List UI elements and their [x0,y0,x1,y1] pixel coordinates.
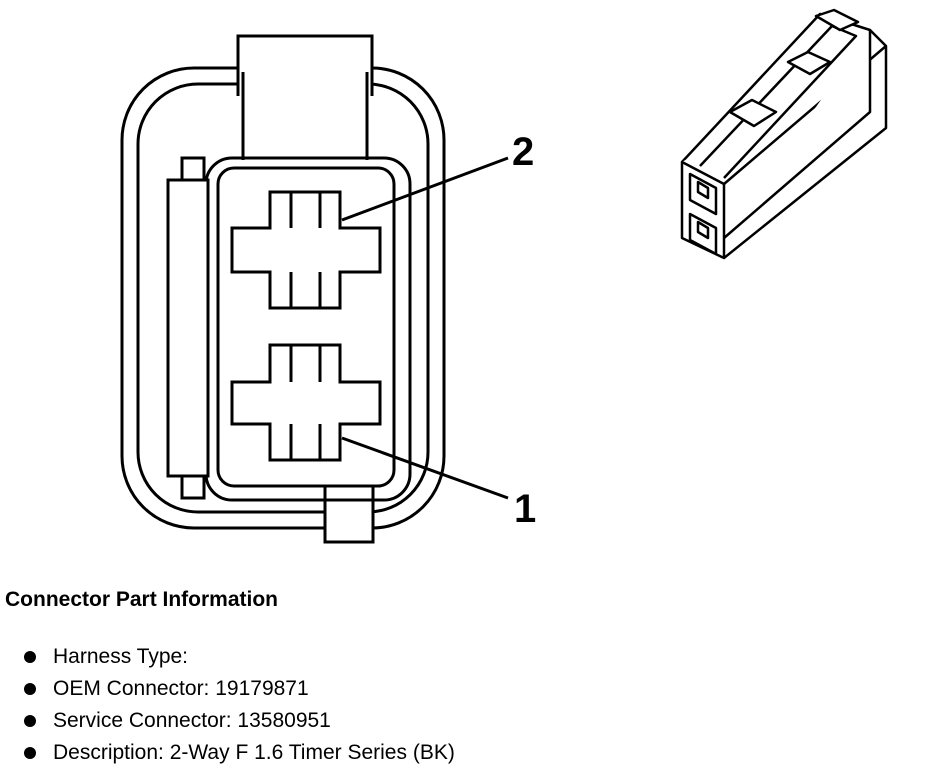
list-item-text: Description: 2-Way F 1.6 Timer Series (B… [53,741,455,764]
section-title: Connector Part Information [5,588,279,611]
callout-1: 1 [514,487,536,531]
top-latch-tab [236,34,374,96]
terminal-cavity-2 [230,190,382,310]
bullet-icon [24,747,36,759]
list-item-oem-connector: OEM Connector: 19179871 [0,673,455,705]
connector-isometric-view [680,8,888,260]
list-item-text: OEM Connector: 19179871 [53,677,309,700]
bullet-icon [24,715,36,727]
leader-line-1 [341,436,509,500]
bottom-tab [323,478,375,544]
bullet-icon [24,683,36,695]
list-item-harness-type: Harness Type: [0,641,455,673]
list-item-text: Service Connector: 13580951 [53,709,331,732]
connector-diagram: 2 1 [120,8,888,544]
side-rail [166,178,210,478]
bullet-icon [24,651,36,663]
callout-2: 2 [512,130,534,174]
leader-line-2 [341,156,509,222]
list-item-service-connector: Service Connector: 13580951 [0,705,455,737]
list-item-text: Harness Type: [53,645,189,668]
terminal-cavity-1 [230,343,382,462]
connector-info-list: Harness Type: OEM Connector: 19179871 Se… [0,641,455,769]
list-item-description: Description: 2-Way F 1.6 Timer Series (B… [0,737,455,769]
